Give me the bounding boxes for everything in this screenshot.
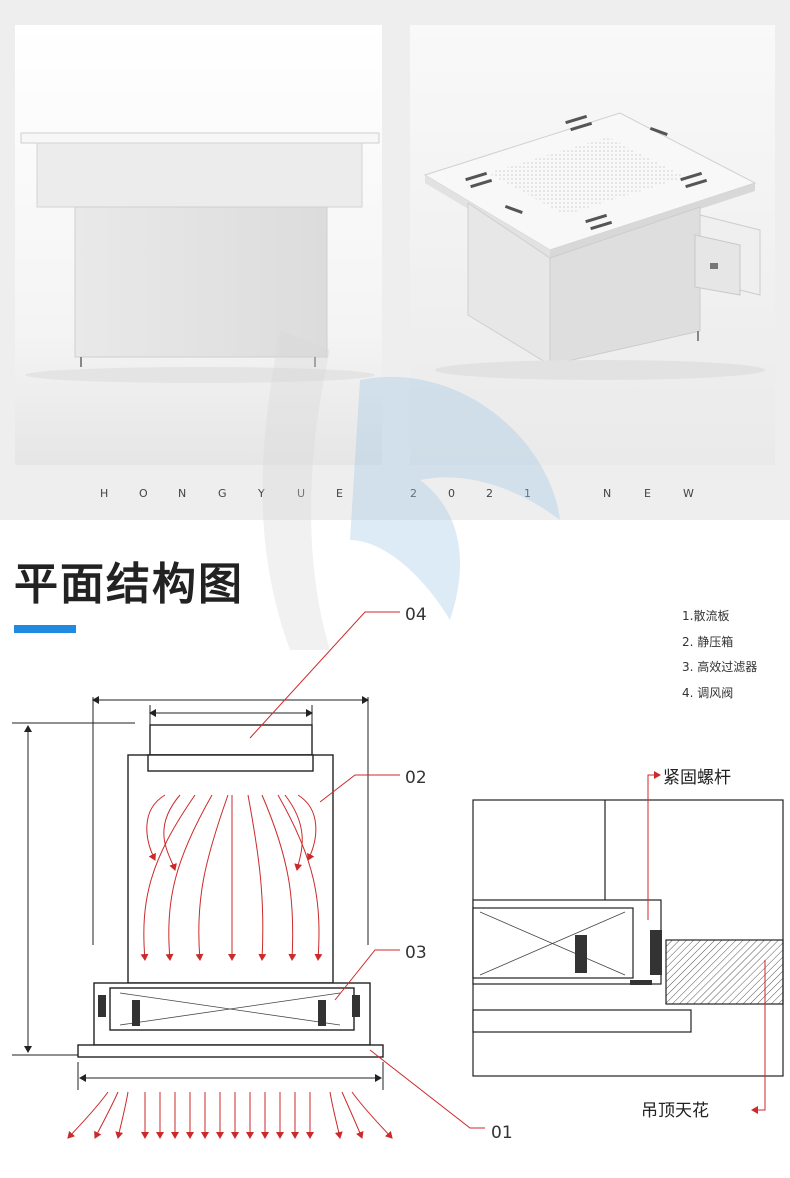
tagline-letter: U bbox=[297, 487, 306, 500]
detail-filter-cross bbox=[479, 911, 626, 976]
legend-item: 3. 高效过滤器 bbox=[682, 660, 758, 674]
filter-cross bbox=[119, 992, 341, 1026]
callout-leaders bbox=[249, 611, 485, 1129]
detail-label-ceiling: 吊顶天花 bbox=[641, 1101, 709, 1121]
watermark-logo bbox=[262, 330, 560, 650]
tagline-letter: 1 bbox=[524, 487, 531, 500]
legend-item: 1.散流板 bbox=[682, 609, 730, 623]
tagline-letter: E bbox=[336, 487, 343, 500]
detail-leaders bbox=[647, 771, 766, 1114]
dimension-lines bbox=[12, 696, 384, 1090]
tagline-letter: G bbox=[218, 487, 227, 500]
legend: 1.散流板 2. 静压箱 3. 高效过滤器 4. 调风阀 bbox=[682, 604, 757, 706]
structure-diagram: 04 02 03 01 紧固螺杆 吊顶天花 bbox=[12, 605, 784, 1143]
tagline: H O N G Y U E 2 0 2 1 N E W bbox=[0, 487, 790, 503]
tagline-letter: O bbox=[139, 487, 148, 500]
product-photo-front bbox=[15, 25, 382, 465]
product-photo-band: H O N G Y U E 2 0 2 1 N E W bbox=[0, 0, 790, 520]
legend-item: 2. 静压箱 bbox=[682, 634, 734, 649]
callout-01: 01 bbox=[491, 1123, 513, 1143]
callout-04: 04 bbox=[405, 605, 427, 625]
title-accent-bar bbox=[14, 625, 76, 633]
tagline-letter: N bbox=[603, 487, 612, 500]
tagline-letter: 2 bbox=[486, 487, 493, 500]
tagline-letter: 0 bbox=[448, 487, 455, 500]
detail-bolts bbox=[575, 930, 662, 985]
tagline-letter: E bbox=[644, 487, 651, 500]
callout-03: 03 bbox=[405, 943, 427, 963]
legend-item: 4. 调风阀 bbox=[682, 685, 734, 700]
tagline-letter: 2 bbox=[410, 487, 417, 500]
section-title: 平面结构图 bbox=[14, 559, 244, 610]
detail-view bbox=[472, 799, 784, 1077]
tagline-letter: Y bbox=[258, 487, 265, 500]
callout-02: 02 bbox=[405, 768, 427, 788]
bolt-symbols bbox=[98, 995, 360, 1026]
tagline-letter: H bbox=[100, 487, 109, 500]
product-photo-perspective bbox=[410, 25, 775, 465]
tagline-letter: W bbox=[683, 487, 694, 500]
tagline-letter: N bbox=[178, 487, 187, 500]
airflow-outer bbox=[67, 1091, 393, 1139]
detail-label-bolt: 紧固螺杆 bbox=[663, 768, 731, 788]
unit-outline bbox=[77, 724, 384, 1058]
airflow-inner bbox=[140, 794, 323, 961]
